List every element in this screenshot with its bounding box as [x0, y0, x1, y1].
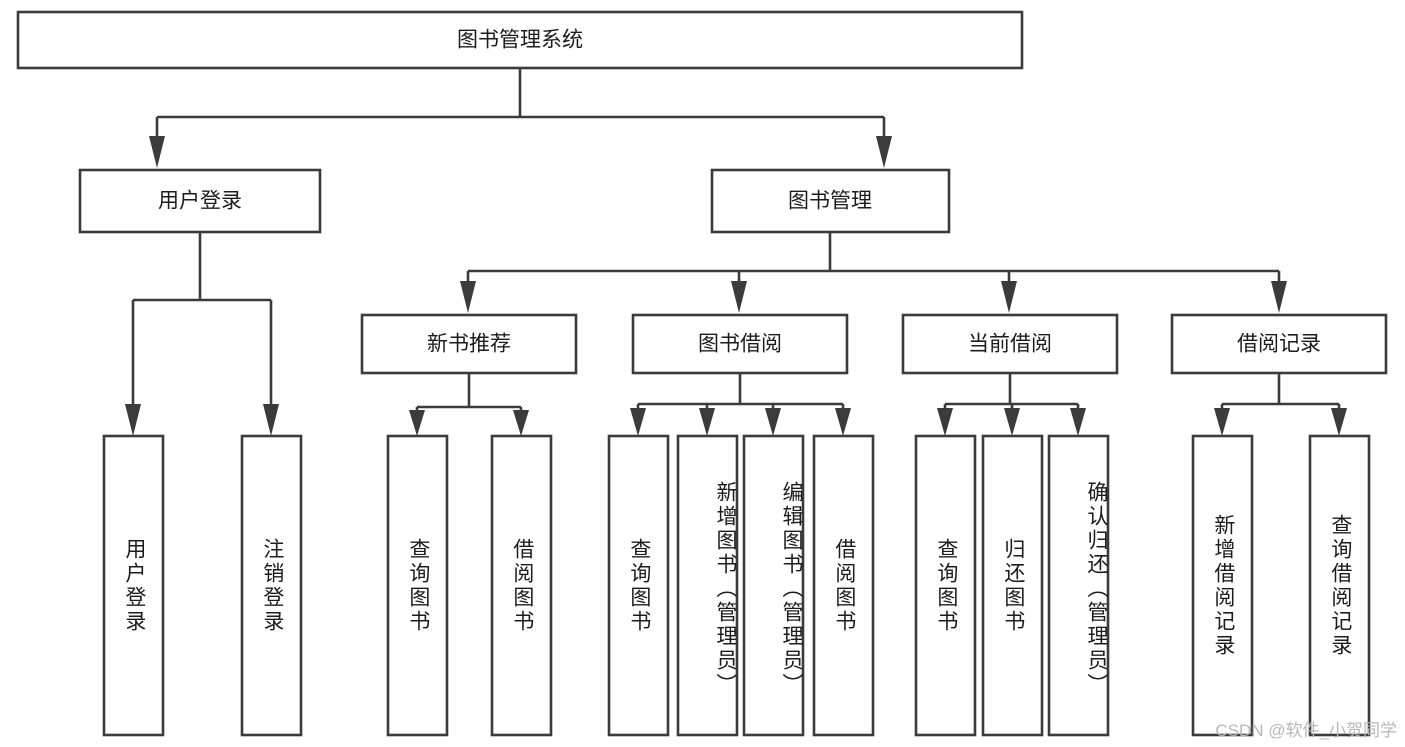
arrow-leaf-return-book-icon [1004, 408, 1020, 436]
leaf-confirm-return-box[interactable] [1047, 434, 1110, 737]
arrow-leaf-logout-icon [263, 404, 279, 436]
book-manage-label: 图书管理 [788, 190, 872, 213]
arrow-leaf-query-book-1-icon [409, 410, 425, 436]
book-borrow-label: 图书借阅 [698, 333, 782, 356]
arrow-to-book-borrow-icon [731, 281, 747, 313]
node-user-login[interactable]: 用户登录 [78, 168, 322, 234]
new-book-recommend-box[interactable] [360, 313, 578, 375]
arrow-to-book-manage-icon [876, 136, 892, 168]
leaf-query-book-3-box[interactable] [914, 434, 977, 737]
arrow-leaf-confirm-return-icon [1070, 408, 1086, 436]
arrow-leaf-query-record-icon [1331, 408, 1347, 436]
current-borrow-label: 当前借阅 [968, 333, 1052, 356]
watermark-text: CSDN @软件_小贺同学 [1215, 721, 1397, 740]
book-manage-box[interactable] [710, 168, 951, 234]
arrow-to-current-borrow-icon [1001, 281, 1017, 313]
borrow-record-box[interactable] [1170, 313, 1388, 375]
arrow-leaf-user-login-icon [125, 404, 141, 436]
arrow-to-borrow-record-icon [1271, 281, 1287, 313]
arrow-leaf-add-book-icon [699, 408, 715, 436]
arrow-to-new-book-icon [460, 281, 476, 313]
leaf-query-record-box[interactable] [1308, 434, 1371, 737]
new-book-recommend-label: 新书推荐 [427, 333, 511, 356]
root-label: 图书管理系统 [457, 29, 583, 52]
arrow-leaf-borrow-book-1-icon [513, 410, 529, 436]
leaf-logout-box[interactable] [240, 434, 303, 737]
node-borrow-record[interactable]: 借阅记录 [1170, 313, 1388, 375]
arrow-leaf-query-book-2-icon [630, 408, 646, 436]
arrow-leaf-borrow-book-2-icon [835, 408, 851, 436]
leaf-query-book-1-box[interactable] [386, 434, 449, 737]
leaf-user-login-box[interactable] [102, 434, 165, 737]
root-box[interactable] [16, 10, 1024, 70]
node-book-borrow[interactable]: 图书借阅 [631, 313, 849, 375]
node-new-book-recommend[interactable]: 新书推荐 [360, 313, 578, 375]
leaf-borrow-book-2-box[interactable] [812, 434, 875, 737]
node-root[interactable]: 图书管理系统 [16, 10, 1024, 70]
arrow-to-user-login-icon [149, 136, 165, 168]
current-borrow-box[interactable] [901, 313, 1119, 375]
node-book-manage[interactable]: 图书管理 [710, 168, 951, 234]
leaf-borrow-book-1-box[interactable] [490, 434, 553, 737]
arrow-leaf-add-record-icon [1214, 408, 1230, 436]
borrow-record-label: 借阅记录 [1237, 333, 1321, 356]
book-borrow-box[interactable] [631, 313, 849, 375]
user-login-label: 用户登录 [158, 190, 242, 213]
node-current-borrow[interactable]: 当前借阅 [901, 313, 1119, 375]
leaf-edit-book-box[interactable] [742, 434, 805, 737]
arrow-leaf-query-book-3-icon [937, 408, 953, 436]
leaf-return-book-box[interactable] [981, 434, 1044, 737]
arrow-leaf-edit-book-icon [765, 408, 781, 436]
leaf-add-book-box[interactable] [676, 434, 739, 737]
leaf-add-record-box[interactable] [1191, 434, 1254, 737]
leaf-query-book-2-box[interactable] [607, 434, 670, 737]
